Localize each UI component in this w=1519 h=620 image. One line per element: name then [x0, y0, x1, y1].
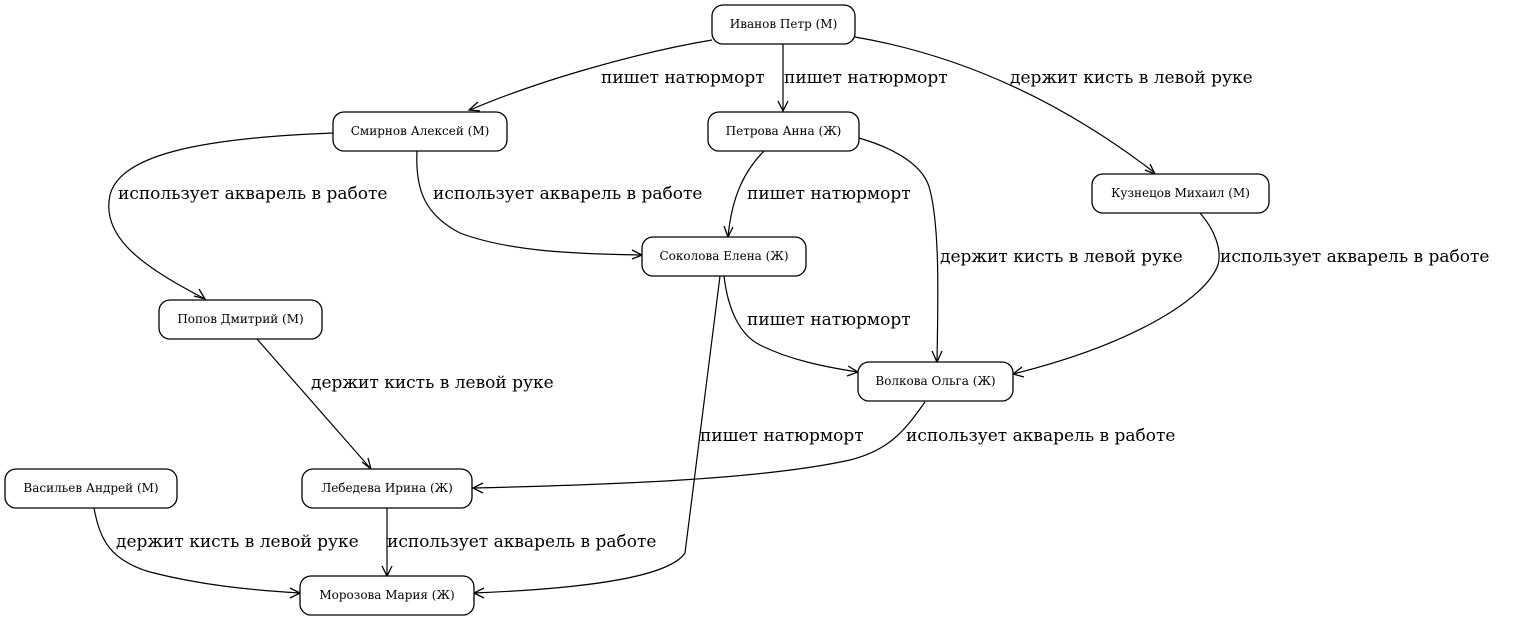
node-label: Попов Дмитрий (М) — [177, 312, 303, 326]
node-label: Волкова Ольга (Ж) — [875, 374, 995, 388]
node-petrova[interactable]: Петрова Анна (Ж) — [707, 111, 860, 152]
edge-label: держит кисть в левой руке — [116, 532, 359, 552]
edge-popov-lebedeva: держит кисть в левой руке — [256, 338, 554, 471]
edge-label: держит кисть в левой руке — [311, 373, 554, 393]
node-popov[interactable]: Попов Дмитрий (М) — [158, 299, 323, 340]
node-vasiliev[interactable]: Васильев Андрей (М) — [4, 468, 178, 509]
edge-volkova-lebedeva: использует акварель в работе — [471, 401, 1175, 494]
node-label: Петрова Анна (Ж) — [726, 124, 842, 138]
edge-label: использует акварель в работе — [906, 426, 1175, 446]
node-volkova[interactable]: Волкова Ольга (Ж) — [857, 361, 1014, 402]
node-label: Васильев Андрей (М) — [23, 481, 158, 495]
edge-label: пишет натюрморт — [700, 426, 864, 446]
node-sokolova[interactable]: Соколова Елена (Ж) — [641, 236, 807, 277]
node-kuznetsov[interactable]: Кузнецов Михаил (М) — [1091, 173, 1270, 214]
edge-label: держит кисть в левой руке — [940, 247, 1183, 267]
edge-smirnov-popov: использует акварель в работе — [108, 132, 387, 301]
edge-label: использует акварель в работе — [387, 532, 656, 552]
edge-sokolova-volkova: пишет натюрморт — [723, 275, 911, 377]
edge-lebedeva-morozova: использует акварель в работе — [381, 507, 656, 578]
edge-label: использует акварель в работе — [118, 184, 387, 204]
edge-ivanov-smirnov: пишет натюрморт — [467, 39, 765, 112]
node-smirnov[interactable]: Смирнов Алексей (М) — [332, 111, 508, 152]
edge-label: пишет натюрморт — [747, 310, 911, 330]
node-label: Кузнецов Михаил (М) — [1111, 186, 1250, 200]
edge-label: пишет натюрморт — [747, 184, 911, 204]
edge-ivanov-petrova: пишет натюрморт — [777, 44, 948, 113]
node-lebedeva[interactable]: Лебедева Ирина (Ж) — [301, 468, 473, 509]
node-morozova[interactable]: Морозова Мария (Ж) — [299, 575, 475, 616]
edge-label: пишет натюрморт — [784, 68, 948, 88]
edge-ivanov-kuznetsov: держит кисть в левой руке — [854, 36, 1253, 176]
edge-label: держит кисть в левой руке — [1010, 68, 1253, 88]
edge-kuznetsov-volkova: использует акварель в работе — [1011, 212, 1489, 378]
node-label: Лебедева Ирина (Ж) — [321, 481, 453, 495]
node-label: Иванов Петр (М) — [730, 17, 838, 31]
edge-sokolova-morozova: пишет натюрморт — [472, 275, 864, 599]
edge-label: использует акварель в работе — [433, 184, 702, 204]
node-label: Соколова Елена (Ж) — [660, 249, 789, 263]
edge-petrova-sokolova: пишет натюрморт — [723, 149, 911, 239]
edge-label: пишет натюрморт — [601, 68, 765, 88]
node-label: Смирнов Алексей (М) — [351, 124, 490, 138]
edge-smirnov-sokolova: использует акварель в работе — [416, 149, 702, 260]
node-label: Морозова Мария (Ж) — [319, 588, 454, 602]
edge-label: использует акварель в работе — [1220, 247, 1489, 267]
node-ivanov[interactable]: Иванов Петр (М) — [711, 4, 856, 45]
